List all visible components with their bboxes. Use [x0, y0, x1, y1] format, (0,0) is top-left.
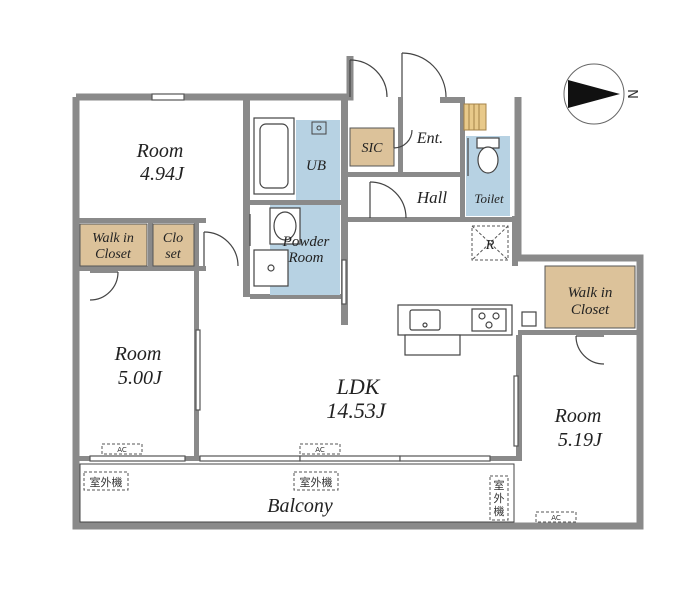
wash-basin-ub-icon [311, 121, 327, 135]
kitchen-counter [397, 304, 513, 356]
shoe-rack [463, 103, 487, 131]
outdoor-unit-vertical-3: 機 [494, 504, 505, 518]
washing-machine-icon [253, 249, 289, 287]
walk-in-closet-w-line1: Walk in [92, 231, 134, 246]
ac-label-e: AC [551, 514, 561, 522]
windows [89, 93, 519, 462]
balcony-label: Balcony [267, 495, 333, 517]
balcony-area [79, 463, 515, 523]
toilet-label: Toilet [474, 191, 504, 206]
outdoor-unit-label-2: 室外機 [300, 475, 333, 489]
powder-room-line2: Room [288, 250, 324, 266]
ldk-name: LDK [336, 374, 381, 399]
walk-in-closet-w-area [79, 223, 148, 267]
walk-in-closet-e-area [544, 265, 636, 329]
closet-line1: Clo [163, 231, 183, 246]
room-w-size: 5.00J [118, 367, 163, 389]
bathtub-icon [253, 117, 295, 195]
outdoor-unit-label-1: 室外機 [90, 475, 123, 489]
doors [89, 52, 605, 365]
shoe-rack-slats [468, 104, 480, 130]
ub-label: UB [306, 158, 326, 174]
sic-area [349, 127, 395, 167]
ac-label-w: AC [117, 446, 127, 454]
pillar [521, 311, 537, 327]
walk-in-closet-w-line2: Closet [95, 247, 132, 262]
outdoor-units [83, 471, 509, 521]
ldk-size: 14.53J [326, 398, 387, 423]
compass-icon: N [563, 63, 639, 125]
toilet-icon [476, 137, 500, 174]
entrance-label: Ent. [416, 130, 443, 147]
walk-in-closet-e-line2: Closet [571, 302, 610, 318]
room-nw-size: 4.94J [140, 163, 185, 185]
stove-icon [471, 308, 507, 332]
ub-area [296, 120, 340, 200]
sic-label: SIC [362, 141, 384, 156]
kitchen-sink-icon [409, 309, 441, 331]
powder-room-line1: Powder [282, 234, 330, 250]
room-e-name: Room [554, 405, 602, 427]
powder-sink-icon [269, 207, 301, 245]
outdoor-unit-vertical-1: 室 [494, 478, 505, 492]
room-nw-name: Room [136, 140, 184, 162]
ac-units [101, 443, 577, 523]
compass-letter: N [624, 89, 639, 99]
ac-label-ldk: AC [315, 446, 325, 454]
outdoor-unit-vertical-2: 外 [494, 492, 505, 505]
room-e-size: 5.19J [558, 429, 603, 451]
walk-in-closet-e-line1: Walk in [568, 285, 613, 301]
refrigerator-space [471, 225, 509, 261]
closet-line2: set [165, 247, 182, 262]
refrigerator-label: R [485, 238, 495, 253]
hall-label: Hall [416, 188, 448, 207]
closet-area [152, 223, 195, 267]
room-w-name: Room [114, 343, 162, 365]
